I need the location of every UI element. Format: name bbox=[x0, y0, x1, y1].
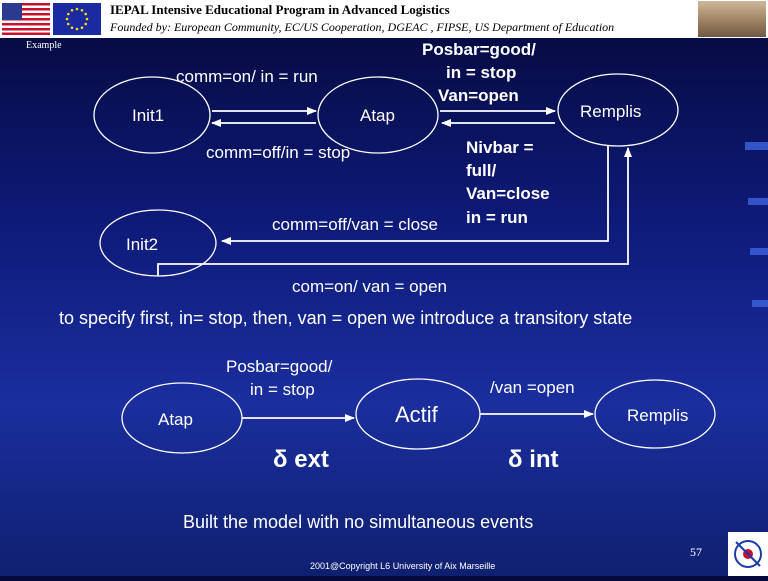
copyright-text: 2001@Copyright L6 University of Aix Mars… bbox=[310, 561, 496, 571]
transition-label: comm=off/van = close bbox=[272, 215, 438, 234]
delta-int-label: δ int bbox=[508, 446, 559, 473]
arrow-remplis-init2 bbox=[221, 146, 609, 245]
state-atap bbox=[317, 76, 439, 154]
state-label-init1: Init1 bbox=[132, 106, 165, 125]
logo-icon bbox=[728, 532, 768, 576]
state-label-atap: Atap bbox=[360, 106, 395, 125]
transition-label: comm=off/in = stop bbox=[206, 143, 351, 162]
transition-label: Nivbar = bbox=[466, 138, 534, 157]
header-title: IEPAL Intensive Educational Program in A… bbox=[110, 2, 450, 17]
state2-remplis bbox=[594, 379, 716, 449]
transition-label: /van =open bbox=[490, 378, 575, 397]
arrow-init2-remplis bbox=[157, 147, 632, 276]
us-flag-icon bbox=[2, 3, 50, 35]
eu-flag-icon bbox=[53, 3, 101, 35]
transition-label: in = run bbox=[466, 208, 528, 227]
state-remplis bbox=[557, 73, 679, 147]
delta-ext-label: δ ext bbox=[273, 446, 329, 473]
decor-bar bbox=[750, 248, 768, 255]
transition-label: Posbar=good/ bbox=[226, 357, 333, 376]
state2-label-atap: Atap bbox=[158, 410, 193, 429]
state2-label-actif: Actif bbox=[395, 402, 438, 427]
transition-label: in = stop bbox=[250, 380, 315, 399]
transition-label: Van=close bbox=[466, 184, 550, 203]
transition-label: Van=open bbox=[438, 86, 519, 105]
conclusion-text: Built the model with no simultaneous eve… bbox=[183, 512, 534, 532]
state-label-init2: Init2 bbox=[126, 235, 159, 254]
decor-bar bbox=[748, 198, 768, 205]
state2-label-remplis: Remplis bbox=[627, 406, 689, 425]
city-photo-icon bbox=[698, 1, 766, 37]
state-label-remplis: Remplis bbox=[580, 102, 642, 121]
state-init1 bbox=[93, 76, 211, 154]
transition-label: full/ bbox=[466, 161, 497, 180]
transition-label: comm=on/ in = run bbox=[176, 67, 318, 86]
decor-bar bbox=[752, 300, 768, 307]
decor-bar bbox=[745, 142, 768, 150]
page-number: 57 bbox=[690, 545, 702, 559]
example-label: Example bbox=[26, 40, 62, 51]
header-subtitle: Founded by: European Community, EC/US Co… bbox=[110, 20, 615, 34]
transition-label: com=on/ van = open bbox=[292, 277, 448, 296]
transition-label: Posbar=good/ bbox=[422, 40, 536, 59]
header-bar: IEPAL Intensive Educational Program in A… bbox=[0, 0, 768, 38]
transition-label: in = stop bbox=[446, 63, 517, 82]
explanation-text: to specify first, in= stop, then, van = … bbox=[59, 308, 633, 328]
